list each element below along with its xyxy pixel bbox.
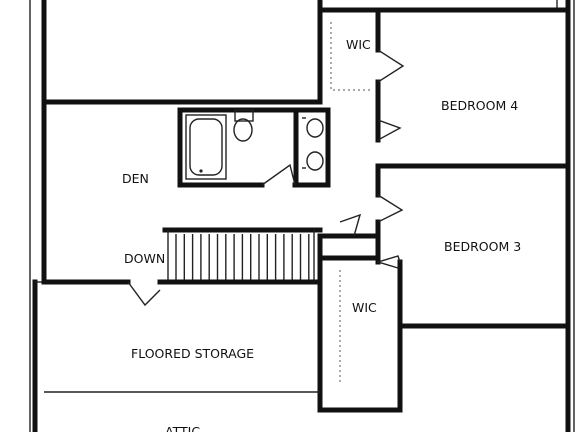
floored-storage-label: FLOORED STORAGE: [131, 346, 254, 361]
attic-label: ATTIC: [165, 424, 200, 432]
exterior-walls: [29, 0, 575, 432]
linen-closet: [317, 213, 381, 261]
den-label: DEN: [122, 171, 149, 186]
wic-top-label: WIC: [346, 37, 371, 52]
bedroom-3-room: [375, 163, 571, 329]
down-label: DOWN: [124, 251, 165, 266]
wic-bottom-label: WIC: [352, 300, 377, 315]
floored-storage-room: [41, 233, 323, 413]
wic-top-closet: [317, 0, 405, 123]
bedroom-4-room: [375, 7, 571, 169]
bedroom-4-label: BEDROOM 4: [441, 98, 518, 113]
bedroom-3-label: BEDROOM 3: [444, 239, 521, 254]
stairs: [162, 227, 323, 282]
bathroom: [177, 107, 331, 188]
wic-bottom-closet: [317, 255, 403, 413]
